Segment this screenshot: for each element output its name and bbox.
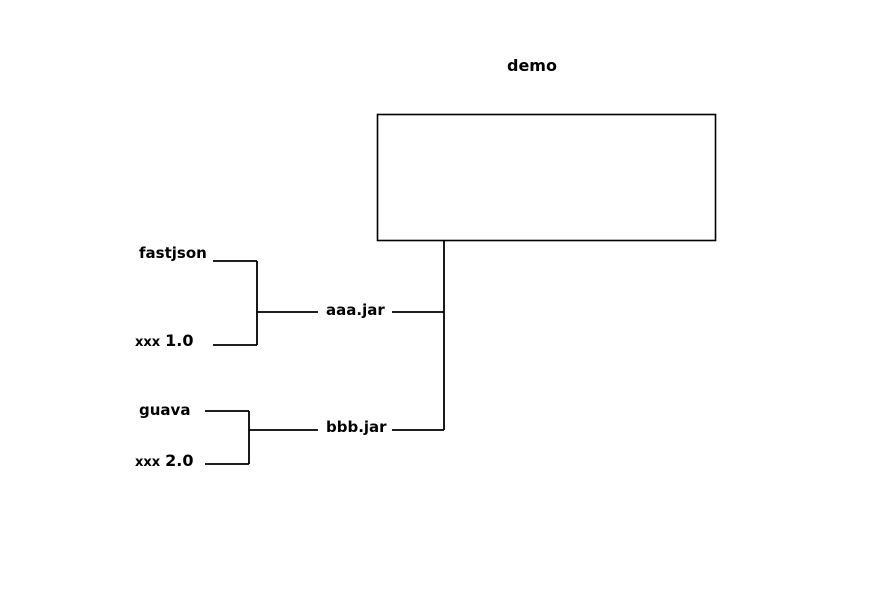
guava-version-number: 2.0 (165, 451, 194, 470)
fastjson-dependency-label: fastjson (139, 244, 207, 262)
fastjson-version-number: 1.0 (165, 331, 194, 350)
fastjson-version-prefix: xxx (135, 335, 161, 350)
fastjson-version-label: xxx 1.0 (135, 331, 194, 350)
aaa-jar-node-label: aaa.jar (322, 303, 389, 318)
demo-box (376, 113, 717, 242)
guava-version-prefix: xxx (135, 455, 161, 470)
guava-dependency-label: guava (139, 401, 191, 419)
guava-version-label: xxx 2.0 (135, 451, 194, 470)
bbb-jar-node-label: bbb.jar (322, 420, 391, 435)
demo-title-label: demo (507, 56, 557, 75)
